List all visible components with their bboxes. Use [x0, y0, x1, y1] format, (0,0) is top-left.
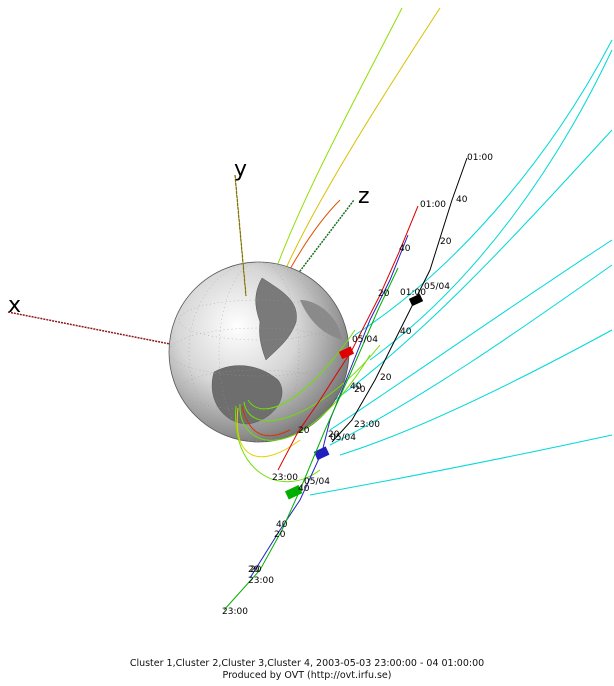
time-label: 20 [250, 565, 262, 575]
field-line [239, 354, 371, 441]
field-line [271, 7, 403, 281]
time-label: 05/04 [304, 477, 330, 487]
time-label: 20 [440, 237, 452, 247]
x-axis-label: x [8, 293, 21, 318]
orbit-cluster2 [277, 205, 419, 471]
field-line [329, 239, 613, 431]
caption-credit: Produced by OVT (http://ovt.irfu.se) [222, 670, 392, 681]
time-label: 20 [298, 426, 310, 436]
y-axis-label: y [234, 157, 247, 182]
time-label: 23:00 [354, 420, 380, 430]
time-label: 05/04 [424, 282, 450, 292]
time-label: 40 [399, 244, 411, 254]
field-line [243, 344, 381, 422]
field-line [279, 7, 441, 283]
time-label: 23:00 [222, 607, 248, 617]
orbit-labels-blue: 01:00 40 20 05/04 20 40 20 [250, 288, 426, 575]
field-line [339, 329, 613, 456]
time-label: 40 [276, 520, 288, 530]
field-line [334, 129, 613, 401]
field-lines-polar [271, 7, 441, 283]
time-label: 20 [328, 430, 340, 440]
time-label: 40 [350, 382, 362, 392]
time-label: 01:00 [400, 288, 426, 298]
field-line [354, 39, 613, 336]
field-lines-outer [309, 39, 613, 496]
time-label: 20 [274, 530, 286, 540]
time-label: 05/04 [330, 433, 356, 443]
caption-title: Cluster 1,Cluster 2,Cluster 3,Cluster 4,… [129, 658, 485, 669]
field-line [241, 405, 291, 437]
field-line [247, 329, 356, 410]
spacecraft-marker[interactable] [338, 346, 355, 360]
earth-globe [168, 261, 350, 443]
time-label: 20 [354, 385, 366, 395]
orbit-labels-red: 01:00 40 20 05/04 20 23:00 [272, 200, 446, 483]
time-label: 20 [380, 373, 392, 383]
orbit-cluster4 [223, 267, 399, 611]
field-line [329, 264, 613, 446]
field-line [369, 49, 613, 361]
spacecraft-marker[interactable] [284, 484, 303, 500]
time-label: 20 [248, 565, 260, 575]
time-label: 40 [456, 195, 468, 205]
field-line [236, 407, 301, 458]
time-label: 23:00 [272, 473, 298, 483]
orbit-path [331, 157, 468, 443]
time-label: 40 [298, 484, 310, 494]
time-label: 05/04 [352, 335, 378, 345]
orbit-labels-black: 01:00 40 20 05/04 40 20 23:00 [354, 153, 493, 430]
time-label: 01:00 [420, 200, 446, 210]
spacecraft-marker[interactable] [408, 293, 424, 307]
spacecraft-marker[interactable] [313, 446, 330, 461]
orbit-path [223, 267, 399, 611]
z-axis-label: z [358, 184, 370, 209]
time-label: 23:00 [248, 576, 274, 586]
field-line [309, 434, 613, 496]
time-label: 40 [400, 327, 412, 337]
time-label: 01:00 [467, 153, 493, 163]
y-axis-core [234, 174, 247, 297]
orbit-labels-green: 05/04 40 20 20 23:00 23:00 [222, 477, 330, 617]
orbit-cluster1 [331, 157, 468, 443]
x-axis [7, 311, 171, 345]
time-label: 20 [378, 289, 390, 299]
